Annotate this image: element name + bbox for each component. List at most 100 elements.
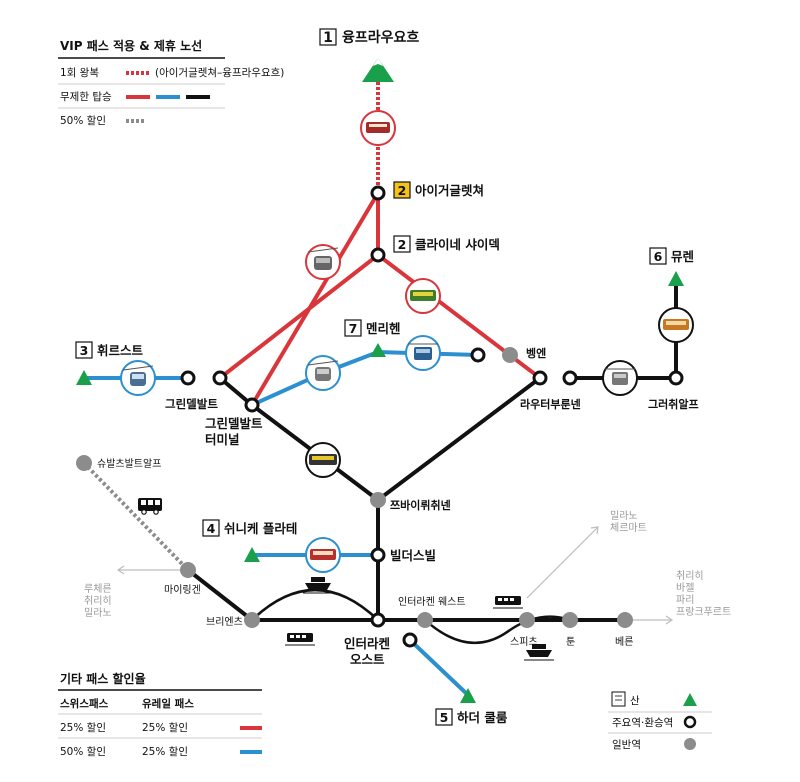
symbol-legend: 산 주요역·환승역 일반역 [608,691,712,751]
station-meiringen[interactable] [180,562,196,578]
other-pass-legend: 기타 패스 할인율 스위스패스 유레일 패스 25% 할인 25% 할인 50%… [58,671,262,758]
vip-discount-label: 50% 할인 [60,115,106,127]
station-grindelwald[interactable] [212,370,228,386]
dest-zermatt: 체르마트 [610,522,647,534]
station-first-base[interactable] [180,370,196,386]
station-interlaken-west[interactable] [417,612,433,628]
legend-major-icon [683,715,697,729]
other-legend-col1: 스위스패스 [60,697,109,710]
label-spiez: 스피츠 [510,636,538,648]
label-maennlichen: 멘리헨 [366,321,401,336]
station-brienz[interactable] [244,612,260,628]
label-schwarzwaldalp: 슈발츠발트알프 [97,458,161,470]
arrow-milano [526,526,599,599]
dest-zurich: 취리히 [676,570,704,582]
other-legend-row1-eurail: 25% 할인 [142,722,188,734]
label-eigergletscher: 아이거글렛쳐 [415,183,484,198]
mountain-icon-schynige [244,547,260,562]
boat-icon-brienz [303,577,333,594]
label-kleine-scheidegg: 클라이네 샤이덱 [415,237,500,252]
num-kleine-scheidegg: 2 [398,237,407,252]
line-bus-schwarzwaldalp [82,461,190,572]
station-maennlichen-top[interactable] [470,347,486,363]
mountain-icon-harder [460,688,476,703]
num-jungfraujoch: 1 [323,30,333,46]
num-muerren: 6 [654,249,663,264]
num-maennlichen: 7 [349,321,358,336]
station-bern[interactable] [617,612,633,628]
label-first: 휘르스트 [97,343,144,358]
station-kleine-scheidegg[interactable] [370,247,386,263]
legend-mountain-label: 산 [630,695,640,707]
station-interlaken-ost[interactable] [370,612,386,628]
station-wilderswil[interactable] [370,547,386,563]
station-zweiluetschinen[interactable] [370,492,386,508]
label-thun: 툰 [566,636,575,648]
muerren-train-icon [658,307,694,343]
label-bern: 베른 [615,636,633,648]
line-harder [408,638,470,697]
label-interlaken-west: 인터라켄 웨스트 [398,596,466,608]
station-lauterbrunnen[interactable] [532,370,548,386]
dest-luzern: 루체른 [84,583,112,595]
other-legend-title: 기타 패스 할인율 [60,671,146,686]
line-lauterbrunnen-zweiluetschinen [376,376,542,502]
train-icon-interlaken [285,633,315,646]
mountains [76,58,684,703]
other-legend-row2-swiss: 50% 할인 [60,746,106,758]
station-lauterbrunnen-cable[interactable] [562,370,578,386]
station-grindelwald-terminal[interactable] [244,397,260,413]
vip-roundtrip-note: (아이거글렛쳐–융프라우요흐) [155,67,284,79]
labels: 1 융프라우요흐 2 아이거글렛쳐 2 클라이네 샤이덱 3 휘르스트 7 멘리… [75,28,731,726]
label-harder: 하더 쿨룸 [457,710,508,725]
stations [76,185,684,648]
label-meiringen: 마이링겐 [164,584,201,596]
boat-route-brienz [251,588,379,621]
other-legend-row2-eurail: 25% 할인 [142,746,188,758]
station-eigergletscher[interactable] [370,185,386,201]
vip-roundtrip-label: 1회 왕복 [60,67,99,79]
num-first: 3 [80,343,89,358]
num-schynige: 4 [207,521,216,536]
boat-route-thun [424,615,571,645]
label-lauterbrunnen: 라우터부룬넨 [520,397,581,411]
mountain-icon-muerren [668,271,684,286]
station-wengen[interactable] [502,347,518,363]
label-interlaken-ost-1: 인터라켄 [344,636,390,651]
other-legend-col2: 유레일 패스 [142,697,194,710]
station-schwarzwaldalp[interactable] [76,455,92,471]
num-harder: 5 [440,710,449,725]
bus-icon [138,498,162,515]
station-gruetschalp[interactable] [668,370,684,386]
legend-major-label: 주요역·환승역 [612,717,673,729]
mountain-icon-jungfraujoch [362,58,394,82]
label-wilderswil: 빌더스빌 [390,548,436,563]
line-grindelwald-zweiluetschinen [218,376,380,502]
maennlichen-cablecar-icon [405,335,441,371]
label-brienz: 브리엔츠 [206,616,243,628]
label-muerren: 뮤렌 [671,249,694,264]
label-grindelwald-terminal-1: 그린델발트 [205,416,263,431]
station-spiez[interactable] [519,612,535,628]
maennlichen-gondola-icon [305,355,341,391]
other-legend-row1-swiss: 25% 할인 [60,722,106,734]
line-meiringen-brienz [186,568,254,622]
label-wengen: 벵엔 [526,346,546,360]
building-icon [611,691,626,707]
legend-mountain-icon [683,693,697,706]
vip-unlimited-label: 무제한 탑승 [60,91,112,103]
mountain-icon-maennlichen [370,343,386,357]
line-maennlichen [251,349,479,407]
legend-normal-label: 일반역 [612,738,641,751]
lauterbrunnen-cablecar-icon [602,360,638,396]
station-thun[interactable] [562,612,578,628]
vehicle-icons [120,110,694,661]
wengernalp-train-icon [405,278,441,314]
dest-frankfurt: 프랑크푸르트 [676,606,731,618]
label-grindelwald-terminal-2: 터미널 [205,432,240,447]
mountain-icon-first [76,370,92,385]
eiger-express-gondola-icon [305,244,341,280]
station-harder-base[interactable] [402,632,418,648]
first-gondola-icon [120,360,156,396]
